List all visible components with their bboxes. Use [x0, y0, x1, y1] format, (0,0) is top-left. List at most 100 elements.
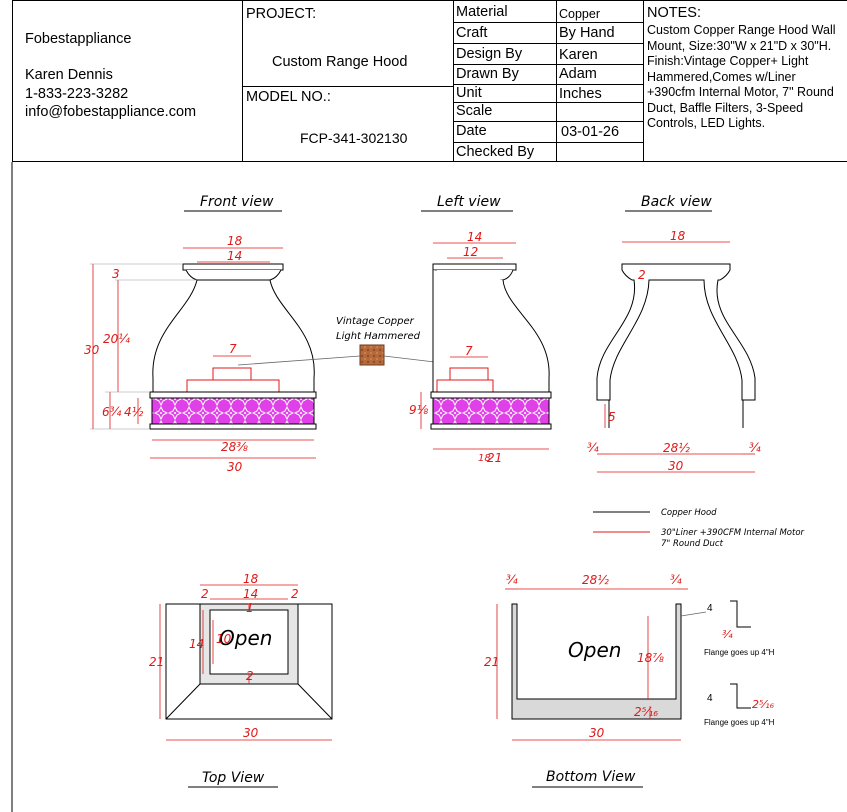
top-view-title: Top View	[202, 770, 265, 786]
hood-cap	[182, 263, 284, 271]
legend-text-liner: 30"Liner +390CFM Internal Motor	[661, 528, 805, 538]
dim-back-left: ¾	[587, 441, 599, 455]
drawing-sheet: Front view	[11, 162, 805, 812]
back-view: Back view 18 2 5 ¾ 28½ ¾ 30	[587, 194, 761, 473]
band-top-trim	[430, 391, 552, 399]
top-opening	[209, 609, 289, 675]
dim-left-bottom: 18	[478, 453, 491, 464]
flange-detail-1: 4 ¾ Flange goes up 4"H	[680, 600, 775, 657]
dim-back-right: ¾	[749, 441, 761, 455]
dim-top-inner: 14	[243, 587, 258, 601]
dim-left-bottom-sub: 21	[487, 451, 502, 465]
row-label-unit: Unit	[456, 85, 482, 101]
dim-front-duct: 7	[229, 342, 237, 356]
legend: Copper Hood 30"Liner +390CFM Internal Mo…	[593, 508, 805, 549]
row-label-design-by: Design By	[456, 46, 523, 62]
divider	[242, 86, 453, 87]
front-view: Front view	[84, 194, 317, 474]
bottom-flange	[511, 603, 682, 720]
bottom-view: Open ¾ 28½ ¾ 21 18⅞ 2⁵⁄₁₆ 30 4 ¾ Flange …	[484, 573, 775, 788]
dim-left-band: 9⅛	[409, 403, 429, 417]
flange2-note: Flange goes up 4"H	[704, 718, 775, 727]
divider	[453, 102, 643, 103]
divider	[242, 0, 243, 162]
dim-back-leg: 5	[608, 410, 616, 424]
dim-front-band: 6¾	[102, 405, 122, 419]
row-label-date: Date	[456, 123, 487, 139]
material-callout-line2: Light Hammered	[336, 331, 421, 342]
bottom-view-title: Bottom View	[546, 769, 636, 785]
row-value-design-by: Karen	[559, 47, 598, 63]
dim-top-depth: 21	[149, 655, 164, 669]
dim-front-body: 20¼	[103, 332, 130, 346]
dim-front-cap: 3	[112, 267, 120, 281]
dim-back-cap: 2	[638, 268, 646, 282]
contact-name: Karen Dennis	[25, 67, 113, 83]
flange1-height: 4	[707, 603, 713, 614]
dim-left-duct: 7	[465, 344, 473, 358]
hood-back-frame	[596, 263, 756, 401]
divider	[556, 0, 557, 162]
dim-top-width: 30	[243, 726, 259, 740]
title-block-bottom-border	[12, 161, 847, 162]
company-name: Fobestappliance	[25, 31, 132, 47]
top-chamfer-line	[297, 683, 333, 720]
dim-top-right-small: 2	[291, 587, 299, 601]
dim-back-mid: 28½	[663, 441, 690, 455]
left-view-title: Left view	[437, 194, 501, 210]
dim-bot-mid: 28½	[582, 573, 609, 587]
hood-cap	[432, 263, 517, 271]
flange1-profile	[730, 600, 751, 628]
dim-top-side: 14	[189, 637, 204, 651]
legend-text-duct: 7" Round Duct	[661, 539, 724, 549]
row-label-checked-by: Checked By	[456, 144, 535, 160]
divider	[453, 64, 643, 65]
dim-left-top-outer: 14	[467, 230, 482, 244]
dim-front-top-inner: 14	[227, 249, 242, 263]
row-value-material: Copper	[559, 7, 600, 21]
flange2-width: 2⁵⁄₁₆	[752, 698, 775, 711]
decorative-band	[432, 397, 550, 425]
back-view-title: Back view	[641, 194, 712, 210]
dim-front-top-outer: 18	[227, 234, 243, 248]
dim-top-outer: 18	[243, 572, 259, 586]
divider	[453, 84, 643, 85]
dim-bot-depth: 21	[484, 655, 499, 669]
leader-line	[680, 611, 707, 617]
dim-top-left-small: 2	[201, 587, 209, 601]
left-view: Left view 14 12 7 9⅛ 18 21	[409, 194, 552, 465]
bottom-open-label: Open	[568, 638, 621, 662]
divider	[453, 0, 454, 162]
dim-front-bottom-inner: 28⅜	[221, 440, 248, 454]
dim-top-gap-top: 1	[246, 601, 254, 615]
project-label: PROJECT:	[246, 6, 317, 22]
top-chamfer-line	[165, 683, 201, 720]
leader-line	[237, 355, 361, 366]
dim-bot-left: ¾	[506, 573, 518, 587]
row-value-drawn-by: Adam	[559, 66, 597, 82]
top-open-label: Open	[219, 626, 272, 650]
flange1-note: Flange goes up 4"H	[704, 648, 775, 657]
dim-back-bottom: 30	[668, 459, 684, 473]
divider	[453, 121, 643, 122]
flange2-profile	[730, 683, 751, 709]
row-value-unit: Inches	[559, 86, 602, 102]
copper-swatch	[359, 344, 385, 366]
dim-left-top-inner: 12	[463, 245, 478, 259]
flange-detail-2: 4 2⁵⁄₁₆ Flange goes up 4"H	[704, 683, 775, 727]
dim-front-height: 30	[84, 343, 100, 357]
dim-top-side2: 10	[216, 632, 232, 646]
model-label: MODEL NO.:	[246, 89, 331, 105]
row-value-craft: By Hand	[559, 25, 615, 41]
band-top-trim	[149, 391, 317, 399]
notes-text: Custom Copper Range Hood Wall Mount, Siz…	[647, 23, 836, 130]
dim-front-band2: 4½	[124, 405, 144, 419]
contact-email: info@fobestappliance.com	[25, 104, 197, 120]
row-label-scale: Scale	[456, 103, 493, 119]
row-label-drawn-by: Drawn By	[456, 66, 519, 82]
notes-label: NOTES:	[647, 5, 701, 21]
dim-bot-inner: 18⅞	[637, 651, 664, 665]
dim-bot-flange-small: 2⁵⁄₁₆	[634, 705, 658, 719]
model-value: FCP-341-302130	[300, 130, 408, 146]
row-label-material: Material	[456, 4, 508, 20]
